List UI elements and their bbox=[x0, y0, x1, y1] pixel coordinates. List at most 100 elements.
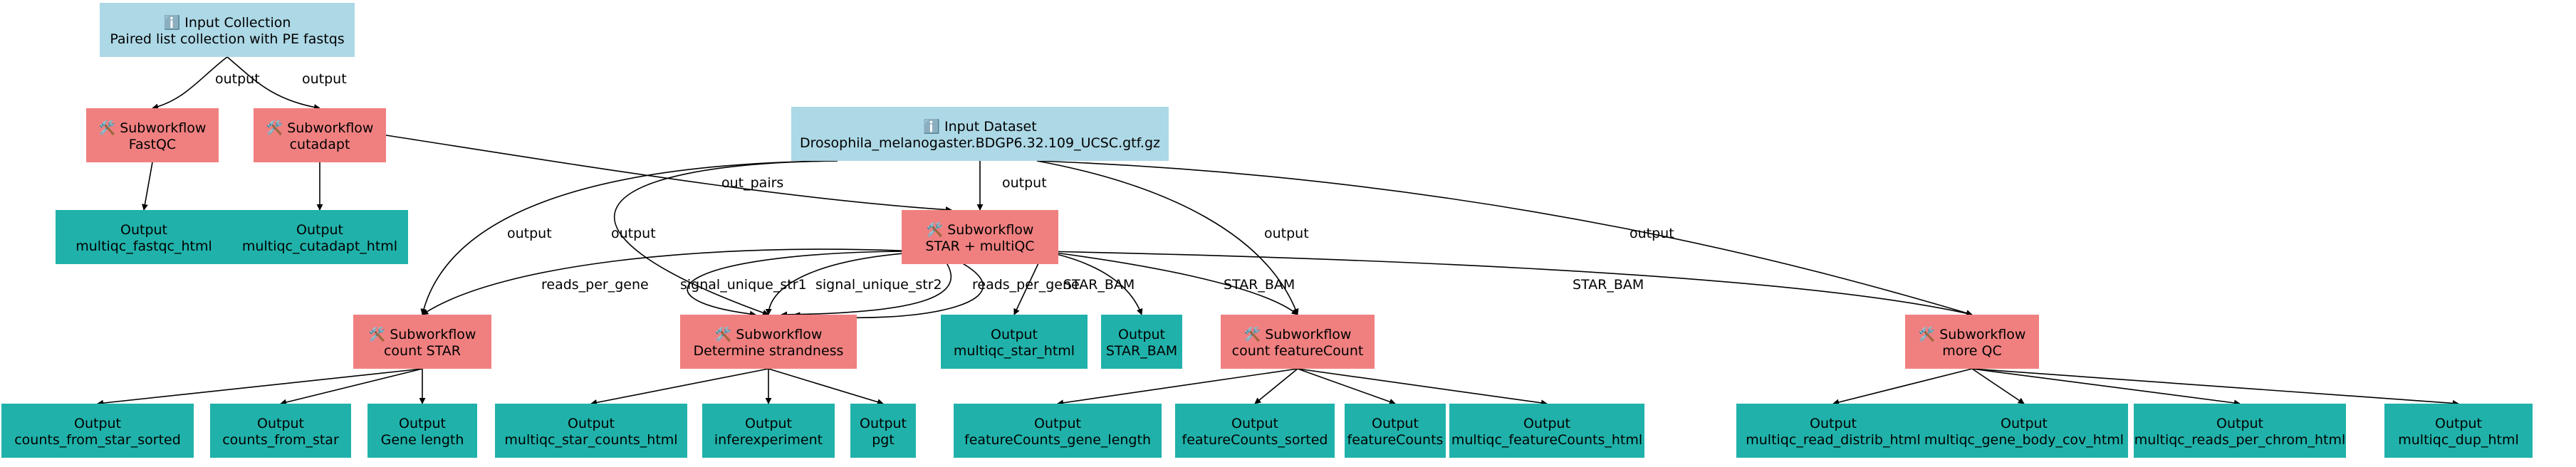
edge-sub_strandness-to-out_star_counts_html bbox=[590, 368, 769, 406]
subworkflow-node-name: cutadapt bbox=[290, 137, 350, 152]
output-node-box bbox=[231, 210, 408, 264]
edge-sub_star-to-sub_strandness bbox=[765, 251, 938, 315]
input-node-title: ℹ️ Input Collection bbox=[164, 14, 291, 31]
output-node-box bbox=[850, 404, 916, 458]
output-node-box bbox=[495, 404, 687, 458]
edge-label: output bbox=[507, 226, 552, 241]
output-node-title: Output bbox=[2435, 416, 2482, 431]
output-node-box bbox=[954, 404, 1162, 458]
edge-label: STAR_BAM bbox=[1573, 277, 1644, 293]
edge-sub_star-to-sub_strandness bbox=[781, 251, 952, 318]
output-node-title: Output bbox=[120, 222, 167, 238]
edge-input_dataset-to-sub_count_star bbox=[420, 160, 838, 315]
subworkflow-node-box bbox=[902, 210, 1058, 264]
input-node-name: Drosophila_melanogaster.BDGP6.32.109_UCS… bbox=[800, 135, 1160, 151]
edge-sub_moreqc-to-out_read_distrib bbox=[1832, 368, 1973, 406]
output-node-title: Output bbox=[568, 416, 615, 431]
subworkflow-node-box bbox=[254, 108, 386, 162]
subworkflow-node-name: more QC bbox=[1942, 343, 2001, 359]
output-node-box bbox=[1, 404, 194, 458]
output-node-name: multiqc_reads_per_chrom_html bbox=[2134, 432, 2346, 448]
input-node-box bbox=[791, 107, 1169, 161]
subworkflow-node-name: Determine strandness bbox=[694, 343, 844, 359]
edge-input_dataset-to-sub_featurecount bbox=[1036, 160, 1299, 315]
output-node-name: multiqc_dup_html bbox=[2398, 432, 2519, 448]
output-node-title: Output bbox=[257, 416, 304, 431]
input-node-title: ℹ️ Input Dataset bbox=[923, 118, 1036, 135]
output-node-title: Output bbox=[2216, 416, 2263, 431]
output-node-title: Output bbox=[1810, 416, 1857, 431]
output-node-name: inferexperiment bbox=[714, 432, 823, 448]
subworkflow-node-title: 🛠️ Subworkflow bbox=[369, 326, 476, 342]
subworkflow-node-name: count STAR bbox=[384, 343, 461, 359]
node-input-dataset[interactable]: ℹ️ Input DatasetDrosophila_melanogaster.… bbox=[791, 107, 1169, 161]
output-node-box bbox=[941, 315, 1088, 369]
output-node-name: STAR_BAM bbox=[1106, 343, 1177, 359]
edge-label: output bbox=[215, 71, 260, 87]
output-node-box bbox=[702, 404, 835, 458]
edge-sub_moreqc-to-out_reads_chrom bbox=[1971, 368, 2241, 406]
edge-input_dataset-to-sub_strandness bbox=[614, 160, 838, 316]
edge-sub_featurecount-to-out_fc bbox=[1297, 368, 1396, 405]
edge-sub_moreqc-to-out_gene_body bbox=[1971, 368, 2025, 404]
edges-layer bbox=[97, 56, 2459, 406]
subworkflow-node-title: 🛠️ Subworkflow bbox=[266, 120, 374, 136]
output-node-title: Output bbox=[1118, 327, 1165, 342]
edge-sub_cutadapt-to-sub_star bbox=[385, 135, 952, 213]
output-node-title: Output bbox=[1231, 416, 1278, 431]
subworkflow-node-name: count featureCount bbox=[1232, 343, 1364, 359]
output-node-name: Gene length bbox=[381, 432, 464, 448]
output-node-box bbox=[1175, 404, 1335, 458]
edge-label: STAR_BAM bbox=[1224, 277, 1295, 293]
edge-label: output bbox=[1264, 226, 1309, 241]
output-node-name: pgt bbox=[872, 432, 895, 448]
output-node-box bbox=[1449, 404, 1644, 458]
input-node-box bbox=[100, 3, 355, 57]
output-node-name: counts_from_star bbox=[222, 432, 339, 448]
edge-sub_moreqc-to-out_dup bbox=[1971, 368, 2459, 406]
edge-label: reads_per_gene bbox=[972, 277, 1080, 293]
edge-sub_count_star-to-out_counts bbox=[280, 368, 423, 406]
output-node-box bbox=[1736, 404, 1930, 458]
output-node-name: featureCounts bbox=[1347, 432, 1444, 448]
output-node-name: multiqc_gene_body_cov_html bbox=[1924, 432, 2124, 448]
subworkflow-node-title: 🛠️ Subworkflow bbox=[99, 120, 207, 136]
output-node-box bbox=[367, 404, 477, 458]
output-node-title: Output bbox=[1523, 416, 1570, 431]
subworkflow-node-title: 🛠️ Subworkflow bbox=[715, 326, 823, 342]
edge-label: output bbox=[1002, 175, 1047, 191]
output-node-name: multiqc_cutadapt_html bbox=[242, 238, 397, 254]
edge-sub_star-to-sub_moreqc bbox=[1043, 251, 1973, 317]
edge-label: output bbox=[611, 226, 656, 241]
subworkflow-node-box bbox=[86, 108, 219, 162]
